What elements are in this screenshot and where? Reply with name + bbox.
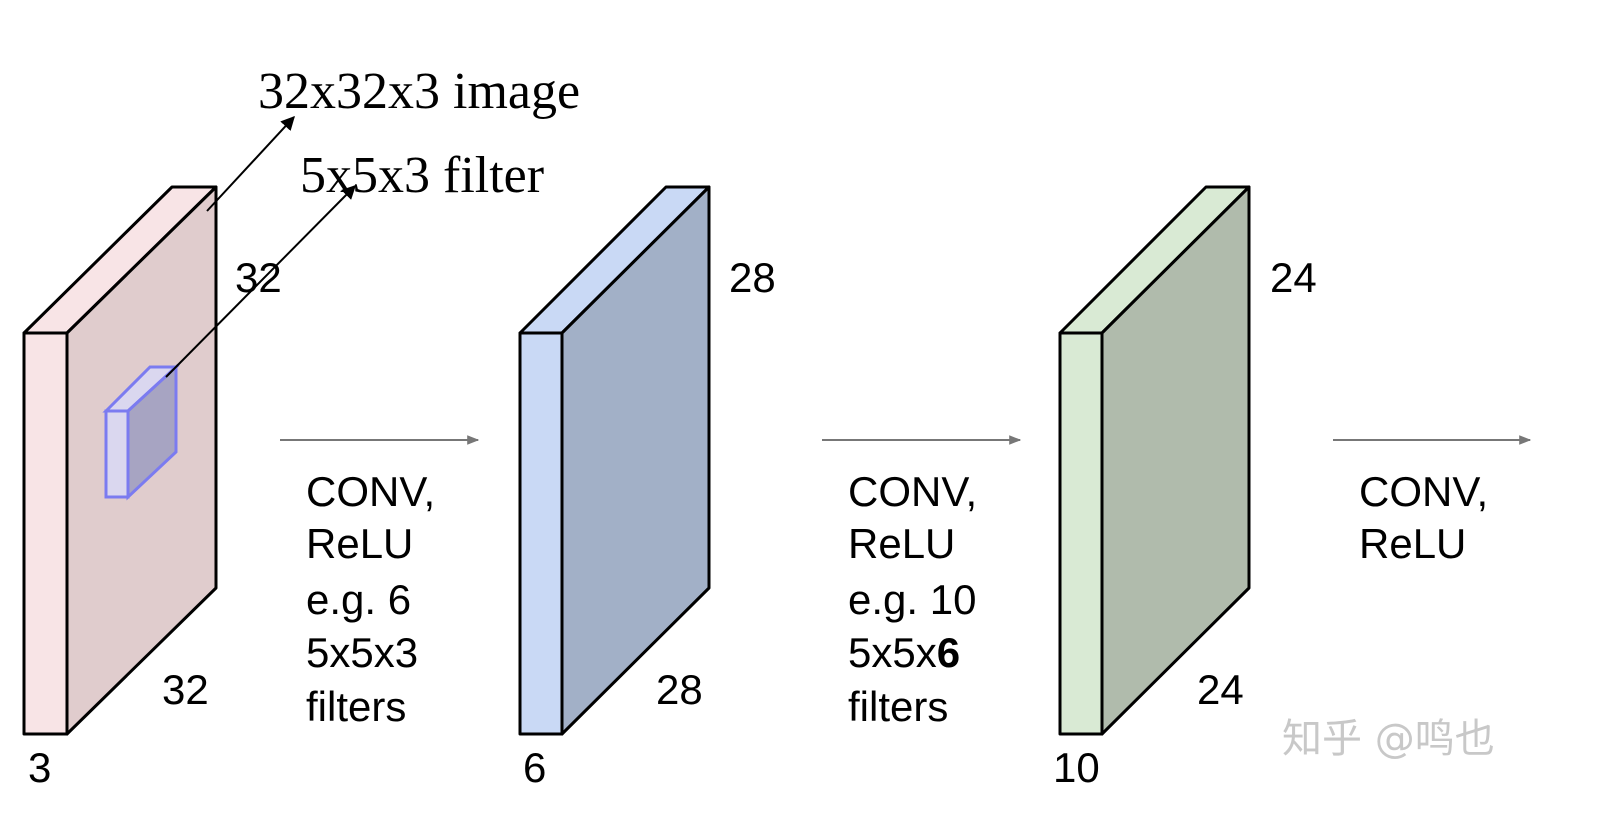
volume-conv2 — [1058, 185, 1251, 736]
volume-conv2-depth-label: 10 — [1053, 744, 1100, 791]
operation-2-detail1: e.g. 10 — [848, 576, 976, 623]
volume-input-height-label: 32 — [235, 254, 282, 301]
filter-annotation-label: 5x5x3 filter — [300, 147, 544, 204]
operation-1-detail2-prefix: 5x5x3 — [306, 629, 418, 676]
volume-conv1-front — [518, 331, 564, 736]
volume-input-width-label: 32 — [162, 666, 209, 713]
volume-input-front — [22, 331, 69, 736]
operation-3-line1: CONV, — [1359, 468, 1488, 515]
filter-patch-front — [104, 409, 130, 499]
volume-conv1-width-label: 28 — [656, 666, 703, 713]
volume-conv2-width-label: 24 — [1197, 666, 1244, 713]
operation-1-line2: ReLU — [306, 520, 413, 567]
operation-1-line1: CONV, — [306, 468, 435, 515]
volume-conv2-height-label: 24 — [1270, 254, 1317, 301]
volume-conv2-front — [1058, 331, 1104, 736]
volume-conv1 — [518, 185, 711, 736]
operation-1-detail3: filters — [306, 683, 406, 730]
operation-2: CONV, ReLU e.g. 10 5x5x6 filters — [848, 468, 977, 730]
volume-input-depth-label: 3 — [28, 744, 51, 791]
operation-1-detail1: e.g. 6 — [306, 576, 411, 623]
operation-2-detail3: filters — [848, 683, 948, 730]
operation-1-detail2: 5x5x3 — [306, 629, 418, 676]
operation-3: CONV, ReLU — [1359, 468, 1488, 567]
image-annotation-label: 32x32x3 image — [258, 63, 580, 120]
operation-2-detail2: 5x5x6 — [848, 629, 960, 676]
volume-conv1-height-label: 28 — [729, 254, 776, 301]
operation-2-detail2-prefix: 5x5x — [848, 629, 937, 676]
operation-2-line1: CONV, — [848, 468, 977, 515]
filter-annotation-arrow — [165, 185, 356, 378]
filter-patch — [102, 363, 180, 501]
operation-2-detail2-bold: 6 — [937, 629, 960, 676]
image-annotation-arrow — [206, 115, 295, 212]
volume-conv1-depth-label: 6 — [523, 744, 546, 791]
operation-1: CONV, ReLU e.g. 6 5x5x3 filters — [306, 468, 435, 730]
watermark: 知乎 @鸣也 — [1282, 716, 1495, 762]
operation-3-line2: ReLU — [1359, 520, 1466, 567]
operation-2-line2: ReLU — [848, 520, 955, 567]
